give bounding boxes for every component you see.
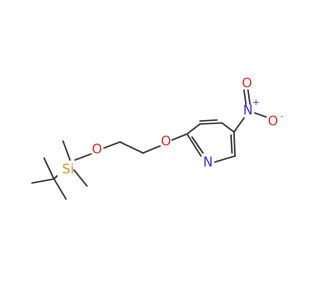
bond-line xyxy=(254,112,267,118)
bond-line xyxy=(233,131,236,157)
bond-line xyxy=(53,175,58,180)
bond-line xyxy=(73,169,88,187)
bond-line xyxy=(103,141,121,149)
atom-o-nitro-double: O xyxy=(242,77,252,92)
bond-line xyxy=(142,145,161,154)
atom-o-ether-2: O xyxy=(161,135,171,150)
bond-line xyxy=(230,134,233,154)
charge-minus: - xyxy=(280,112,283,122)
bond-line xyxy=(74,153,92,161)
bond-line xyxy=(43,157,55,180)
bond-line xyxy=(186,123,201,135)
bond-lines xyxy=(31,89,267,200)
bond-line xyxy=(31,178,55,184)
bond-line xyxy=(199,122,223,125)
atom-labels: Si O O N N O O + - xyxy=(62,77,284,178)
bond-line xyxy=(53,178,67,200)
bond-line xyxy=(247,89,251,105)
bond-line xyxy=(243,89,247,105)
atom-o-nitro-single: O xyxy=(268,115,278,130)
charge-plus: + xyxy=(252,98,260,108)
bond-line xyxy=(62,140,71,161)
bond-line xyxy=(186,133,202,157)
atom-n-pyridine: N xyxy=(203,156,213,171)
atom-n-nitro: N xyxy=(243,104,253,119)
bond-line xyxy=(221,122,235,133)
bond-line xyxy=(199,119,218,122)
bond-line xyxy=(214,155,236,163)
molecule-structure: Si O O N N O O + - xyxy=(31,77,284,200)
bond-line xyxy=(171,133,188,141)
bond-line xyxy=(119,141,144,154)
molecule-canvas: Si O O N N O O + - xyxy=(31,77,284,200)
bond-line xyxy=(191,136,204,154)
atom-o-ether-1: O xyxy=(92,143,102,158)
atom-si: Si xyxy=(62,163,74,178)
bond-line xyxy=(233,117,245,133)
